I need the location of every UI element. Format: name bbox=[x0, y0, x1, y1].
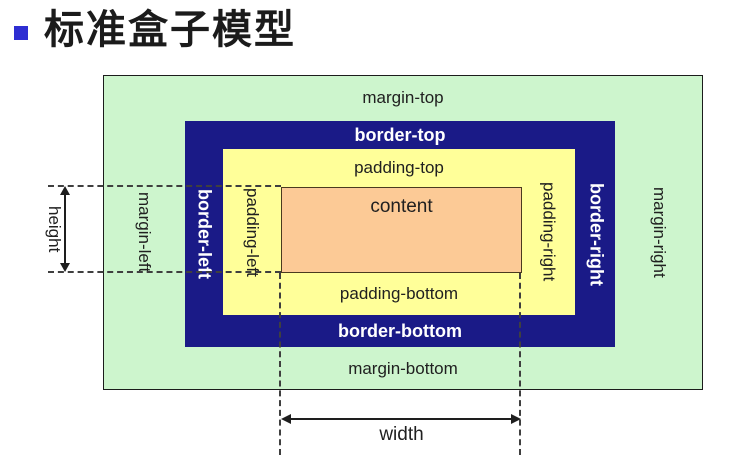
title-bullet-icon bbox=[14, 26, 28, 40]
width-arrow bbox=[289, 418, 513, 420]
height-guide-bottom-dashed-line bbox=[48, 271, 281, 273]
content-area-box bbox=[281, 187, 522, 273]
width-guide-left-dashed-line bbox=[279, 273, 281, 455]
width-label: width bbox=[379, 424, 424, 445]
margin-bottom-label: margin-bottom bbox=[348, 358, 458, 378]
width-arrowhead-right-icon bbox=[511, 414, 521, 424]
border-bottom-label: border-bottom bbox=[338, 320, 462, 341]
height-guide-top-dashed-line bbox=[48, 185, 281, 187]
margin-left-label: margin-left bbox=[135, 192, 154, 273]
width-guide-right-dashed-line bbox=[519, 273, 521, 455]
height-arrow bbox=[64, 191, 66, 267]
margin-top-label: margin-top bbox=[362, 88, 444, 107]
padding-left-label: padding-left bbox=[243, 187, 262, 277]
content-label: content bbox=[370, 196, 433, 217]
height-arrowhead-up-icon bbox=[60, 186, 70, 195]
height-arrowhead-down-icon bbox=[60, 263, 70, 272]
margin-right-label: margin-right bbox=[650, 187, 669, 278]
border-right-label: border-right bbox=[586, 182, 607, 286]
width-arrowhead-left-icon bbox=[281, 414, 291, 424]
border-left-label: border-left bbox=[194, 189, 215, 279]
padding-bottom-label: padding-bottom bbox=[339, 284, 459, 303]
border-top-label: border-top bbox=[354, 124, 446, 145]
height-label: height bbox=[45, 205, 64, 253]
page-title: 标准盒子模型 bbox=[44, 6, 296, 53]
padding-right-label: padding-right bbox=[539, 182, 559, 282]
padding-top-label: padding-top bbox=[354, 158, 444, 177]
